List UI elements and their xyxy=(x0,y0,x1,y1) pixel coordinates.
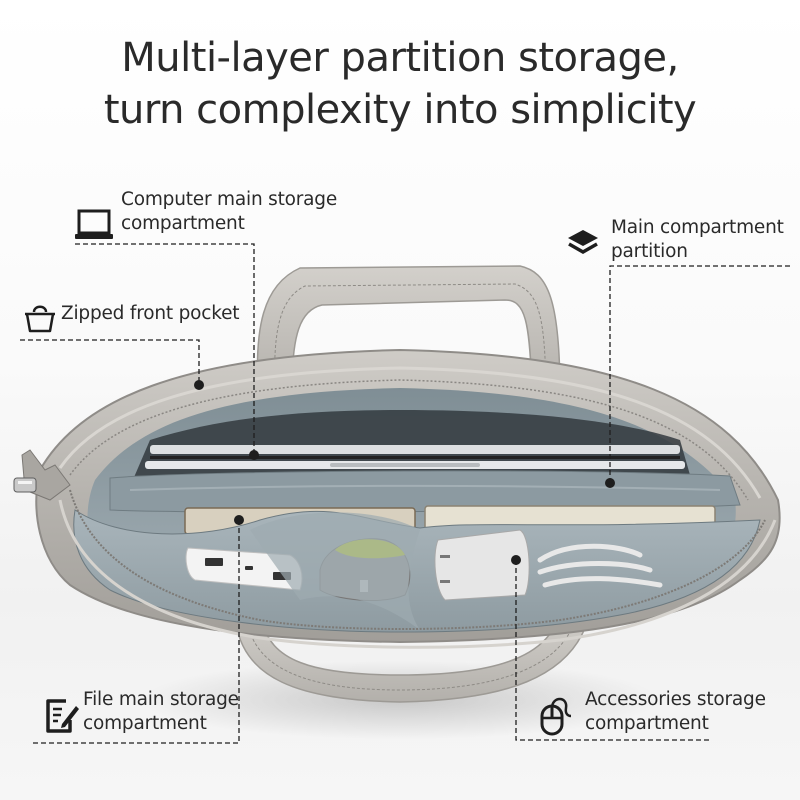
title-line-1: Multi-layer partition storage, xyxy=(121,35,679,81)
page-title: Multi-layer partition storage, turn comp… xyxy=(0,32,800,136)
mouse-icon xyxy=(538,694,572,736)
laptop-icon xyxy=(74,208,114,240)
layers-icon xyxy=(566,228,600,258)
shopping-bag-icon xyxy=(23,302,57,334)
callout-accessories-label: Accessories storage compartment xyxy=(585,689,766,734)
callout-front-pocket-label: Zipped front pocket xyxy=(61,303,240,324)
title-line-2: turn complexity into simplicity xyxy=(103,87,697,133)
callout-computer-label: Computer main storage compartment xyxy=(121,189,338,234)
callout-partition-label: Main compartment partition xyxy=(611,217,784,262)
callout-file-label: File main storage compartment xyxy=(83,689,239,734)
document-edit-icon xyxy=(44,696,80,734)
